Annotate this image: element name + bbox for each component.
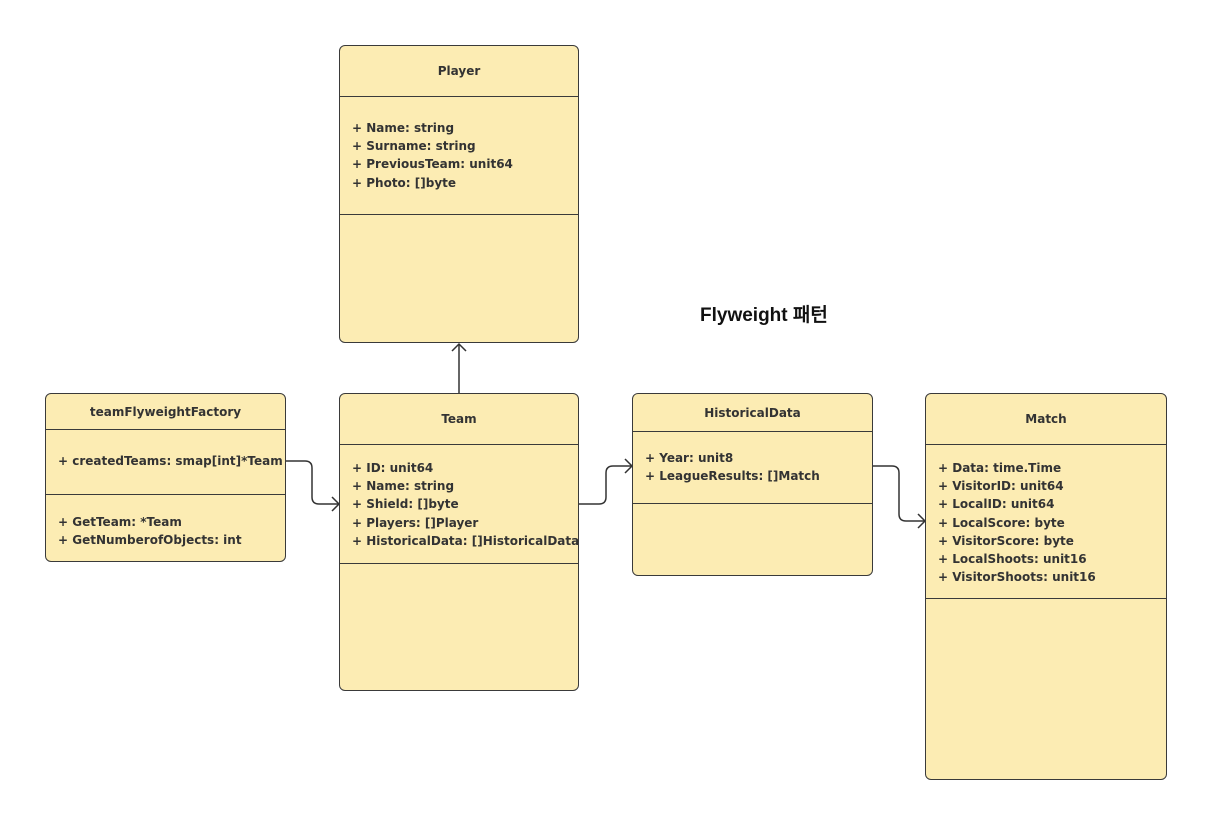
team-to-player-arrowhead — [451, 342, 467, 352]
factory-attributes: + createdTeams: smap[int]*Team — [46, 430, 285, 495]
player-class[interactable]: Player + Name: string + Surname: string … — [339, 45, 579, 343]
historical-data-class[interactable]: HistoricalData + Year: unit8 + LeagueRes… — [632, 393, 873, 576]
factory-attribute: + createdTeams: smap[int]*Team — [58, 454, 283, 468]
player-methods — [340, 215, 578, 223]
team-attribute: + Players: []Player — [352, 515, 479, 530]
match-class-name: Match — [1025, 412, 1067, 426]
team-class-header: Team — [340, 394, 578, 445]
factory-class-header: teamFlyweightFactory — [46, 394, 285, 430]
match-class[interactable]: Match + Data: time.Time + VisitorID: uni… — [925, 393, 1167, 780]
player-attributes: + Name: string + Surname: string + Previ… — [340, 97, 578, 215]
match-attribute: + VisitorID: unit64 — [938, 479, 1064, 494]
historical-to-match-connector — [872, 465, 925, 522]
match-class-header: Match — [926, 394, 1166, 445]
team-attribute: + HistoricalData: []HistoricalData — [352, 533, 579, 548]
match-attribute: + VisitorShoots: unit16 — [938, 570, 1096, 585]
player-attribute: + Name: string — [352, 121, 455, 135]
historical-data-attribute: + LeagueResults: []Match — [645, 469, 820, 484]
factory-methods: + GetTeam: *Team + GetNumberofObjects: i… — [46, 495, 285, 549]
factory-method: + GetTeam: *Team — [58, 515, 182, 529]
factory-method: + GetNumberofObjects: int — [58, 533, 242, 548]
team-class-name: Team — [441, 412, 477, 426]
match-attribute: + LocalID: unit64 — [938, 497, 1055, 512]
team-attribute: + ID: unit64 — [352, 461, 434, 475]
match-attribute: + LocalScore: byte — [938, 515, 1065, 530]
match-attribute: + VisitorScore: byte — [938, 533, 1074, 548]
match-attributes: + Data: time.Time + VisitorID: unit64 + … — [926, 445, 1166, 599]
match-attribute: + Data: time.Time — [938, 461, 1062, 475]
team-attribute: + Name: string — [352, 479, 455, 494]
player-attribute: + PreviousTeam: unit64 — [352, 157, 513, 172]
player-attribute: + Surname: string — [352, 139, 476, 154]
match-attribute: + LocalShoots: unit16 — [938, 552, 1087, 567]
team-class[interactable]: Team + ID: unit64 + Name: string + Shiel… — [339, 393, 579, 691]
team-to-historical-connector — [579, 465, 632, 505]
historical-data-attributes: + Year: unit8 + LeagueResults: []Match — [633, 432, 872, 504]
diagram-title: Flyweight 패턴 — [700, 305, 828, 326]
historical-data-class-name: HistoricalData — [704, 405, 801, 420]
player-attribute: + Photo: []byte — [352, 175, 457, 190]
factory-to-team-connector — [285, 460, 339, 505]
historical-data-class-header: HistoricalData — [633, 394, 872, 432]
historical-data-methods — [633, 504, 872, 512]
player-class-name: Player — [437, 64, 481, 78]
historical-data-attribute: + Year: unit8 — [645, 451, 734, 465]
team-attributes: + ID: unit64 + Name: string + Shield: []… — [340, 445, 578, 564]
team-methods — [340, 564, 578, 572]
team-attribute: + Shield: []byte — [352, 497, 459, 512]
match-methods — [926, 599, 1166, 607]
player-class-header: Player — [340, 46, 578, 97]
factory-class-name: teamFlyweightFactory — [89, 404, 242, 419]
factory-class[interactable]: teamFlyweightFactory + createdTeams: sma… — [45, 393, 286, 562]
